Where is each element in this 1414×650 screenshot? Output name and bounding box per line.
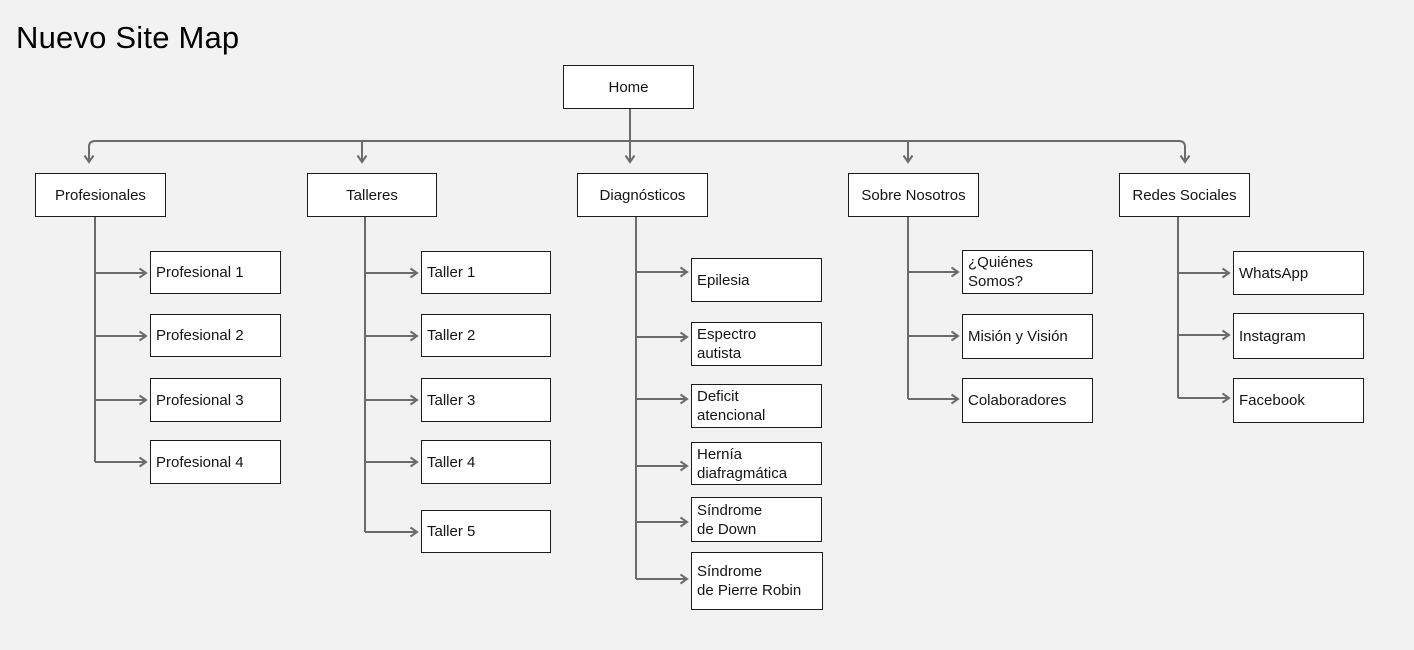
node-redes-sociales[interactable]: Redes Sociales (1119, 173, 1250, 217)
node-whatsapp[interactable]: WhatsApp (1233, 251, 1364, 295)
node-colaboradores[interactable]: Colaboradores (962, 378, 1093, 423)
node-espectro-autista[interactable]: Espectro autista (691, 322, 822, 366)
node-taller-3[interactable]: Taller 3 (421, 378, 551, 422)
node-profesional-1[interactable]: Profesional 1 (150, 251, 281, 294)
node-instagram[interactable]: Instagram (1233, 313, 1364, 359)
node-taller-2[interactable]: Taller 2 (421, 314, 551, 357)
node-profesionales[interactable]: Profesionales (35, 173, 166, 217)
node-taller-1[interactable]: Taller 1 (421, 251, 551, 294)
node-facebook[interactable]: Facebook (1233, 378, 1364, 423)
node-talleres[interactable]: Talleres (307, 173, 437, 217)
node-taller-5[interactable]: Taller 5 (421, 510, 551, 553)
node-quienes-somos[interactable]: ¿Quiénes Somos? (962, 250, 1093, 294)
node-sobre-nosotros[interactable]: Sobre Nosotros (848, 173, 979, 217)
node-home[interactable]: Home (563, 65, 694, 109)
node-profesional-3[interactable]: Profesional 3 (150, 378, 281, 422)
node-profesional-4[interactable]: Profesional 4 (150, 440, 281, 484)
node-epilesia[interactable]: Epilesia (691, 258, 822, 302)
node-profesional-2[interactable]: Profesional 2 (150, 314, 281, 357)
node-diagnosticos[interactable]: Diagnósticos (577, 173, 708, 217)
node-sindrome-de-down[interactable]: Síndrome de Down (691, 497, 822, 542)
node-mision-y-vision[interactable]: Misión y Visión (962, 314, 1093, 359)
page-title: Nuevo Site Map (16, 20, 240, 55)
node-deficit-atencional[interactable]: Deficit atencional (691, 384, 822, 428)
node-sindrome-de-pierre-robin[interactable]: Síndrome de Pierre Robin (691, 552, 823, 610)
node-taller-4[interactable]: Taller 4 (421, 440, 551, 484)
node-hernia-diafragmatica[interactable]: Hernía diafragmática (691, 442, 822, 485)
